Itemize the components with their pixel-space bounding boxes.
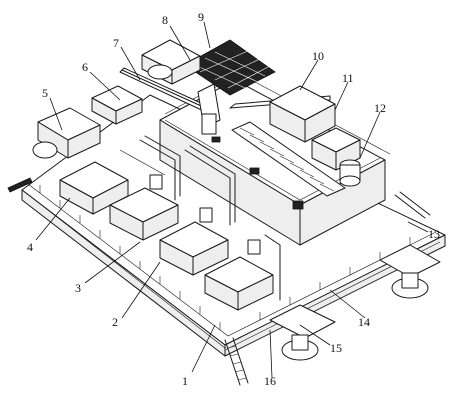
- piping: [119, 135, 281, 301]
- callout-10: 10: [312, 49, 324, 63]
- module-5: [37, 107, 101, 159]
- callout-1: 1: [182, 374, 188, 388]
- callout-3: 3: [75, 281, 81, 295]
- module-10: [269, 85, 336, 143]
- callout-15: 15: [330, 341, 342, 355]
- stair-left: [7, 177, 33, 193]
- callout-7: 7: [113, 36, 119, 50]
- callout-13: 13: [428, 227, 440, 241]
- pump-unit-1: [109, 174, 179, 241]
- module-12-tank: [339, 159, 361, 187]
- callout-9: 9: [198, 10, 204, 24]
- pump-unit-3: [204, 239, 274, 311]
- pipe-rack: [231, 121, 346, 197]
- stair-right: [394, 191, 431, 219]
- derrick-lattice: [184, 39, 276, 96]
- callout-2: 2: [112, 315, 118, 329]
- callout-12: 12: [374, 101, 386, 115]
- pump-unit-2: [159, 207, 229, 276]
- callout-8: 8: [162, 13, 168, 27]
- callout-5: 5: [42, 86, 48, 100]
- callout-labels: 1 2 3 4 5 6 7 8 9 10 11 12 13 14 15 16: [27, 10, 440, 388]
- module-8: [141, 39, 201, 85]
- module-4: [59, 161, 129, 215]
- callout-4: 4: [27, 240, 33, 254]
- leg-left: [32, 64, 173, 159]
- stair-front: [224, 337, 249, 386]
- module-6: [91, 85, 143, 125]
- callout-11: 11: [342, 71, 354, 85]
- leg-front: [269, 304, 336, 361]
- callout-14: 14: [358, 315, 370, 329]
- leader-lines: [35, 21, 429, 379]
- leg-right: [379, 244, 441, 299]
- callout-16: 16: [264, 374, 276, 388]
- callout-6: 6: [82, 60, 88, 74]
